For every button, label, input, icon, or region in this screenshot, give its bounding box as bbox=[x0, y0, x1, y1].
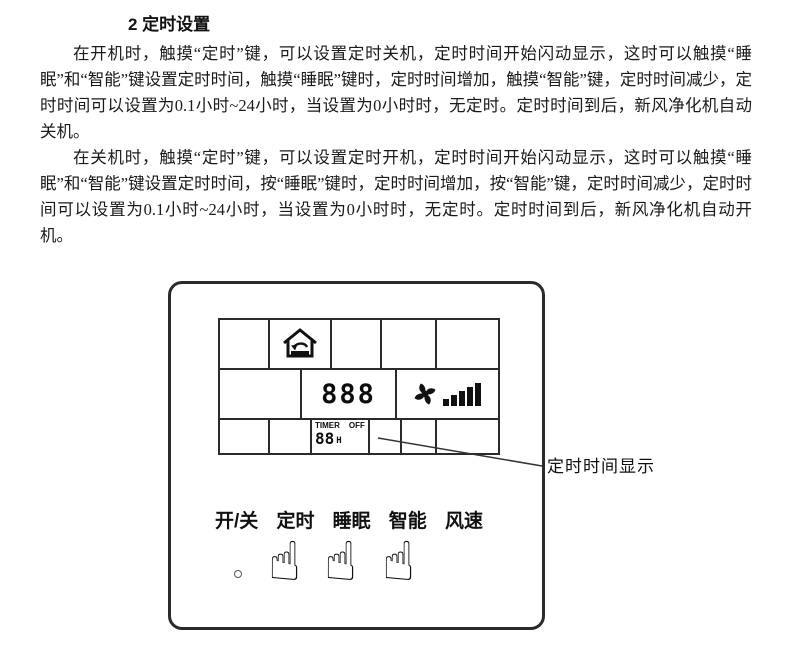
lcd-row-top bbox=[220, 320, 498, 370]
button-labels-row: 开/关 定时 睡眠 智能 风速 bbox=[215, 506, 483, 533]
lcd-cell bbox=[402, 420, 437, 453]
pointing-hand-icon: ☝ bbox=[324, 530, 357, 593]
button-power: 开/关 bbox=[215, 511, 259, 532]
callout-label: 定时时间显示 bbox=[547, 457, 655, 476]
lcd-cell bbox=[220, 320, 270, 368]
lcd-cell bbox=[382, 320, 437, 368]
lcd-row-bottom: TIMER OFF 88 H bbox=[220, 420, 498, 453]
lcd-digits: 888 bbox=[302, 370, 397, 418]
button-smart: 智能 bbox=[388, 511, 427, 532]
hour-unit: H bbox=[336, 436, 342, 446]
power-indicator-dot bbox=[234, 570, 242, 578]
off-label: OFF bbox=[348, 421, 365, 430]
lcd-cell bbox=[220, 420, 270, 453]
timer-display: TIMER OFF 88 H bbox=[312, 420, 370, 453]
lcd-cell bbox=[270, 420, 312, 453]
timer-digits: 88 bbox=[315, 429, 335, 448]
timer-label: TIMER bbox=[315, 421, 340, 430]
pointing-hand-icon: ☝ bbox=[382, 530, 415, 593]
section-title: 2 定时设置 bbox=[128, 15, 211, 34]
button-sleep: 睡眠 bbox=[332, 511, 371, 532]
callout-line bbox=[377, 437, 543, 467]
lcd-cell bbox=[270, 320, 332, 368]
lcd-cell bbox=[332, 320, 382, 368]
lcd-cell bbox=[370, 420, 402, 453]
button-fanspeed: 风速 bbox=[444, 511, 483, 532]
lcd-row-middle: 888 bbox=[220, 370, 498, 420]
lcd-cell bbox=[437, 320, 498, 368]
fan-icon bbox=[414, 383, 435, 405]
paragraph-power-on: 在开机时，触摸“定时”键，可以设置定时关机，定时时间开始闪动显示，这时可以触摸“… bbox=[40, 44, 752, 141]
button-timer: 定时 bbox=[276, 511, 315, 532]
lcd-fan-cell bbox=[397, 370, 498, 418]
house-ventilation-icon bbox=[283, 328, 317, 358]
lcd-display: 888 bbox=[218, 318, 500, 455]
body-text: 在开机时，触摸“定时”键，可以设置定时关机，定时时间开始闪动显示，这时可以触摸“… bbox=[40, 41, 752, 249]
paragraph-power-off: 在关机时，触摸“定时”键，可以设置定时开机，定时时间开始闪动显示，这时可以触摸“… bbox=[40, 148, 752, 245]
pointing-hand-icon: ☝ bbox=[268, 530, 301, 593]
fan-speed-bars-icon bbox=[442, 383, 481, 406]
timer-status-row: TIMER OFF bbox=[315, 422, 365, 430]
timer-digits-row: 88 H bbox=[315, 430, 342, 447]
lcd-cell bbox=[220, 370, 302, 418]
